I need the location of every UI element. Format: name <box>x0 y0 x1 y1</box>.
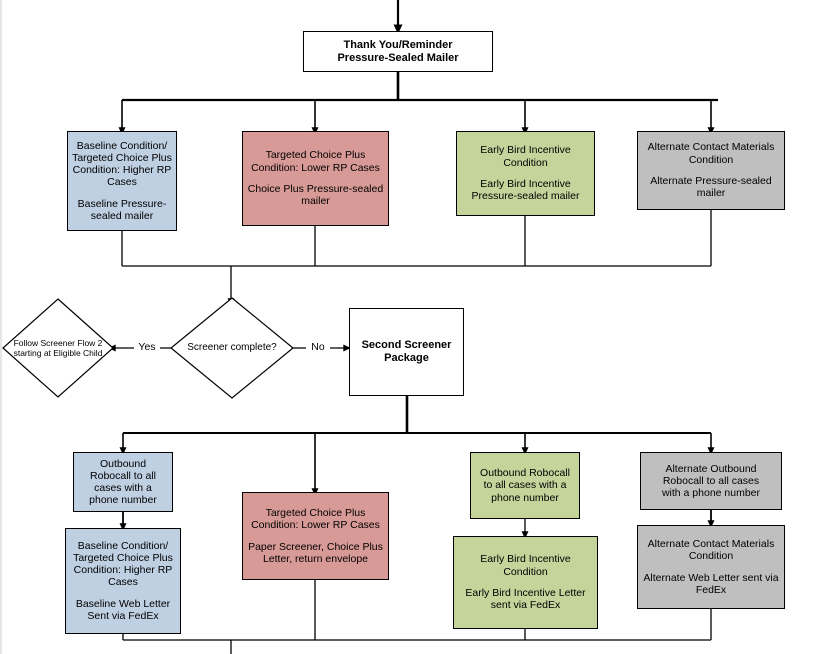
node-line: Targeted Choice Plus <box>72 151 172 164</box>
node-line: Condition: Lower RP Cases <box>251 161 380 174</box>
node-early-bird-letter-fedex[interactable]: Early Bird Incentive Condition Early Bir… <box>453 536 598 629</box>
node-line: with a phone number <box>661 487 761 500</box>
node-line: Alternate Pressure-sealed <box>650 175 772 188</box>
node-line: mailer <box>301 195 330 208</box>
edge-thankyou-to-fanout <box>118 72 718 135</box>
node-line: Targeted Choice Plus <box>73 551 173 564</box>
node-line: Targeted Choice Plus <box>265 506 366 519</box>
node-line: Thank You/Reminder <box>343 38 453 51</box>
node-line: Robocall to all cases <box>662 474 760 487</box>
node-line: Early Bird Incentive <box>480 553 571 566</box>
node-line: starting at Eligible <box>13 348 81 358</box>
edge-label-yes: Yes <box>134 342 160 353</box>
node-line: Condition <box>688 153 734 166</box>
node-line: Cases <box>108 576 138 589</box>
node-line: Pressure-sealed mailer <box>471 190 580 203</box>
node-line: Follow <box>13 337 39 348</box>
diamond-shape <box>170 297 294 399</box>
node-baseline-pressure-sealed-mailer[interactable]: Baseline Condition/ Targeted Choice Plus… <box>67 131 177 231</box>
node-line: mailer <box>696 187 726 200</box>
node-line: Targeted Choice Plus <box>265 149 366 162</box>
diamond-shape <box>2 298 114 398</box>
diamond-label: Follow Screener Flow 2 starting at Eligi… <box>4 338 112 358</box>
edge-row1-merge <box>121 210 712 306</box>
node-early-bird-pressure-sealed-mailer[interactable]: Early Bird Incentive Condition Early Bir… <box>456 131 595 216</box>
node-screener-complete-decision[interactable]: Screener complete? <box>170 297 294 399</box>
node-line: Outbound Robocall <box>480 467 570 480</box>
node-line: Cases <box>107 176 137 189</box>
page-edge-rule <box>0 0 2 654</box>
node-line: phone number <box>491 491 559 504</box>
node-baseline-web-letter-fedex[interactable]: Baseline Condition/ Targeted Choice Plus… <box>65 528 181 634</box>
node-line: Condition <box>503 156 548 169</box>
node-line: Package <box>384 352 429 364</box>
node-line: Baseline Pressure- <box>77 197 167 210</box>
edge-row2-bottom-merge <box>122 580 712 654</box>
diamond-label: Screener complete? <box>170 342 294 354</box>
node-line: Second Screener <box>361 339 452 352</box>
node-line: Alternate Outbound <box>665 462 757 475</box>
node-follow-screener-flow-2[interactable]: Follow Screener Flow 2 starting at Eligi… <box>2 298 114 398</box>
node-line: Early Bird Incentive <box>480 178 571 191</box>
node-line: Outbound <box>99 457 147 470</box>
node-line: Letter, return envelope <box>262 552 369 565</box>
node-line: Robocall to all <box>90 469 156 482</box>
node-second-screener-package[interactable]: Second Screener Package <box>349 308 464 396</box>
node-line: Condition <box>503 565 548 578</box>
node-alternate-web-letter-fedex[interactable]: Alternate Contact Materials Condition Al… <box>637 525 785 609</box>
node-line: cases with a <box>94 482 152 494</box>
node-line: Baseline Condition/ <box>77 539 169 552</box>
node-line: Baseline Web Letter <box>75 597 171 610</box>
node-line: Alternate Contact Materials <box>647 537 775 550</box>
node-line: sealed mailer <box>90 210 154 223</box>
node-alternate-pressure-sealed-mailer[interactable]: Alternate Contact Materials Condition Al… <box>637 131 785 210</box>
node-line: Early Bird Incentive Letter <box>465 587 586 600</box>
node-line: Condition: Lower RP Cases <box>251 519 380 532</box>
edge-label-no: No <box>306 342 330 353</box>
node-line: Condition: Higher RP <box>72 164 172 177</box>
node-line: Screener Flow 2 <box>40 337 103 348</box>
node-choice-plus-pressure-sealed-mailer[interactable]: Targeted Choice Plus Condition: Lower RP… <box>242 131 389 226</box>
node-alternate-outbound-robocall[interactable]: Alternate Outbound Robocall to all cases… <box>640 452 782 510</box>
node-line: sent via FedEx <box>490 599 561 612</box>
node-early-bird-outbound-robocall[interactable]: Outbound Robocall to all cases with a ph… <box>470 452 580 519</box>
node-line: Paper Screener, Choice Plus <box>248 540 383 553</box>
node-baseline-outbound-robocall[interactable]: Outbound Robocall to all cases with a ph… <box>73 452 173 512</box>
node-line: Pressure-Sealed Mailer <box>337 51 459 64</box>
node-line: Child <box>83 348 103 358</box>
node-choice-plus-paper-screener[interactable]: Targeted Choice Plus Condition: Lower RP… <box>242 492 389 580</box>
node-line: Early Bird Incentive <box>480 144 571 157</box>
node-line: Alternate Contact Materials <box>647 141 775 154</box>
edge-robocall-to-letter <box>119 510 715 539</box>
node-thank-you-reminder-mailer[interactable]: Thank You/Reminder Pressure-Sealed Maile… <box>303 31 493 72</box>
node-line: Screener complete? <box>187 342 277 353</box>
edge-secondscreener-to-fanout <box>119 396 715 496</box>
node-line: FedEx <box>695 583 727 596</box>
node-line: to all cases with a <box>483 479 567 492</box>
node-line: phone number <box>89 494 157 507</box>
node-line: Condition <box>688 550 734 563</box>
node-line: Baseline Condition/ <box>76 139 168 152</box>
node-line: Condition: Higher RP <box>73 564 173 577</box>
node-line: Choice Plus Pressure-sealed <box>247 183 384 196</box>
node-line: Sent via FedEx <box>87 610 159 623</box>
node-line: Alternate Web Letter sent via <box>643 571 779 584</box>
